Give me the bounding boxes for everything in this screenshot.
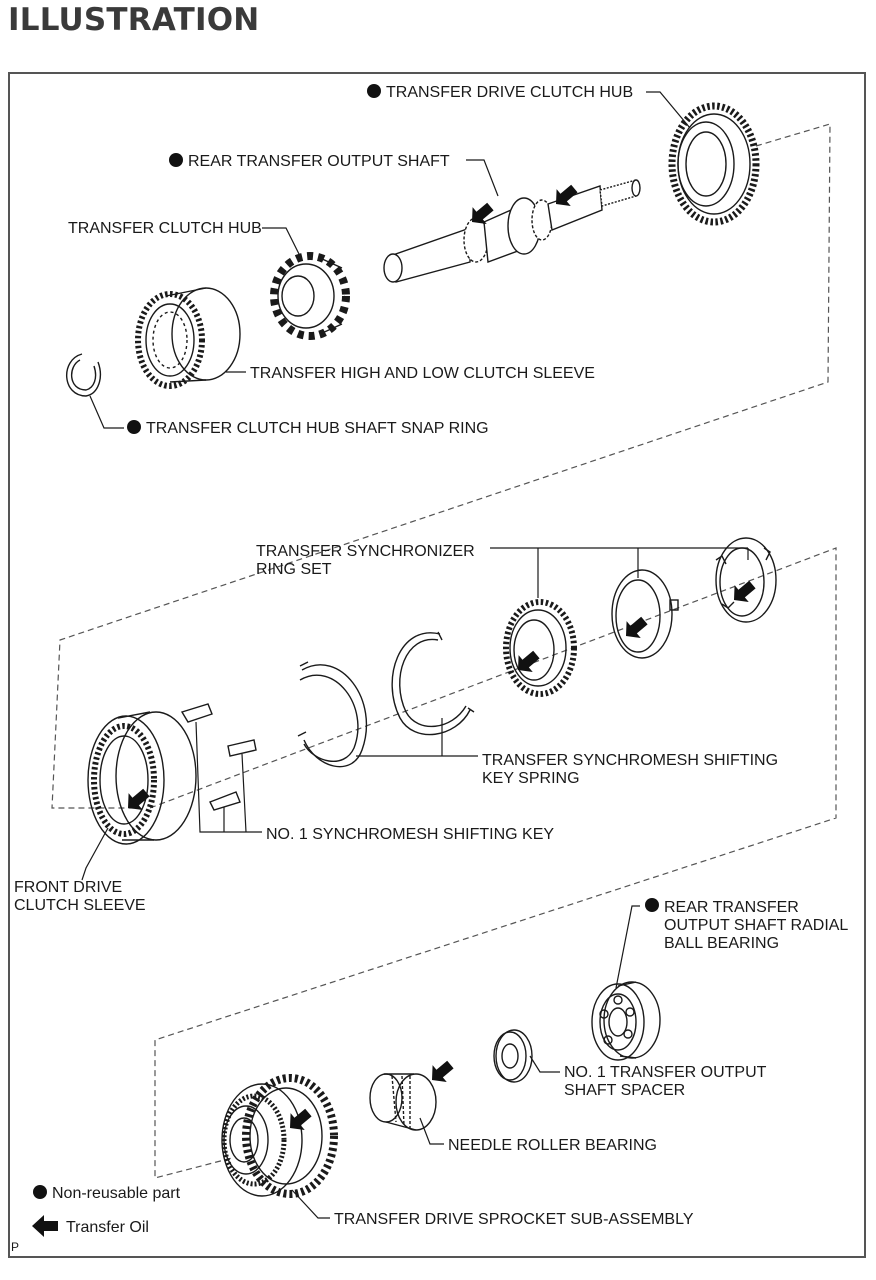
label-radial-bearing-line3: BALL BEARING bbox=[664, 935, 779, 952]
legend-dot-icon bbox=[33, 1185, 47, 1199]
label-radial-bearing-line2: OUTPUT SHAFT RADIAL bbox=[664, 917, 848, 934]
label-needle-roller-bearing: NEEDLE ROLLER BEARING bbox=[448, 1137, 657, 1154]
label-drive-sprocket: TRANSFER DRIVE SPROCKET SUB-ASSEMBLY bbox=[334, 1211, 694, 1228]
corner-mark: P bbox=[11, 1240, 20, 1254]
label-drive-clutch-hub: TRANSFER DRIVE CLUTCH HUB bbox=[386, 84, 633, 101]
oil-arrow bbox=[618, 612, 652, 645]
label-radial-bearing: REAR TRANSFER bbox=[664, 899, 799, 916]
legend-non-reusable: Non-reusable part bbox=[52, 1185, 181, 1202]
needle-roller-bearing-part bbox=[369, 1073, 437, 1131]
label-synchro-ring-set: TRANSFER SYNCHRONIZER bbox=[256, 543, 475, 560]
legend-oil-arrow-icon bbox=[32, 1215, 58, 1237]
label-rear-output-shaft: REAR TRANSFER OUTPUT SHAFT bbox=[188, 153, 450, 170]
shifting-key-parts bbox=[180, 703, 257, 811]
transfer-oil-arrows bbox=[120, 180, 760, 1137]
oil-arrow bbox=[282, 1104, 316, 1137]
rear-output-shaft-part bbox=[383, 179, 641, 283]
non-reusable-dot bbox=[645, 898, 659, 912]
radial-ball-bearing-part bbox=[591, 981, 661, 1061]
shifting-key-spring-part bbox=[297, 631, 475, 768]
drive-sprocket-part bbox=[221, 1074, 338, 1198]
legend: Non-reusable part Transfer Oil bbox=[32, 1185, 181, 1237]
label-high-low-clutch-sleeve: TRANSFER HIGH AND LOW CLUTCH SLEEVE bbox=[250, 365, 595, 382]
page-title: ILLUSTRATION bbox=[8, 2, 260, 38]
snap-ring-part bbox=[66, 353, 102, 397]
synchronizer-ring-set-part bbox=[503, 537, 777, 697]
dashed-group-outlines bbox=[51, 123, 837, 1179]
non-reusable-dots bbox=[127, 84, 659, 912]
label-key-spring-line2: KEY SPRING bbox=[482, 770, 580, 787]
oil-arrow bbox=[424, 1056, 458, 1089]
output-shaft-spacer-part bbox=[493, 1029, 533, 1083]
non-reusable-dot bbox=[367, 84, 381, 98]
clutch-hub-part bbox=[270, 252, 350, 340]
label-snap-ring: TRANSFER CLUTCH HUB SHAFT SNAP RING bbox=[146, 420, 489, 437]
drive-clutch-hub-part bbox=[668, 102, 760, 226]
label-clutch-hub: TRANSFER CLUTCH HUB bbox=[68, 220, 262, 237]
label-shaft-spacer-line2: SHAFT SPACER bbox=[564, 1082, 685, 1099]
label-front-drive-sleeve: FRONT DRIVE bbox=[14, 879, 122, 896]
illustration-frame bbox=[8, 72, 866, 1258]
label-front-drive-sleeve-line2: CLUTCH SLEEVE bbox=[14, 897, 146, 914]
label-key-spring: TRANSFER SYNCHROMESH SHIFTING bbox=[482, 752, 778, 769]
legend-transfer-oil: Transfer Oil bbox=[66, 1219, 149, 1236]
label-synchro-ring-set-line2: RING SET bbox=[256, 561, 332, 578]
part-labels: TRANSFER DRIVE CLUTCH HUB REAR TRANSFER … bbox=[14, 84, 848, 1228]
non-reusable-dot bbox=[127, 420, 141, 434]
high-low-clutch-sleeve-part bbox=[135, 287, 241, 389]
non-reusable-dot bbox=[169, 153, 183, 167]
label-shaft-spacer: NO. 1 TRANSFER OUTPUT bbox=[564, 1064, 767, 1081]
front-drive-clutch-sleeve-part bbox=[87, 711, 197, 845]
label-shifting-key: NO. 1 SYNCHROMESH SHIFTING KEY bbox=[266, 826, 554, 843]
